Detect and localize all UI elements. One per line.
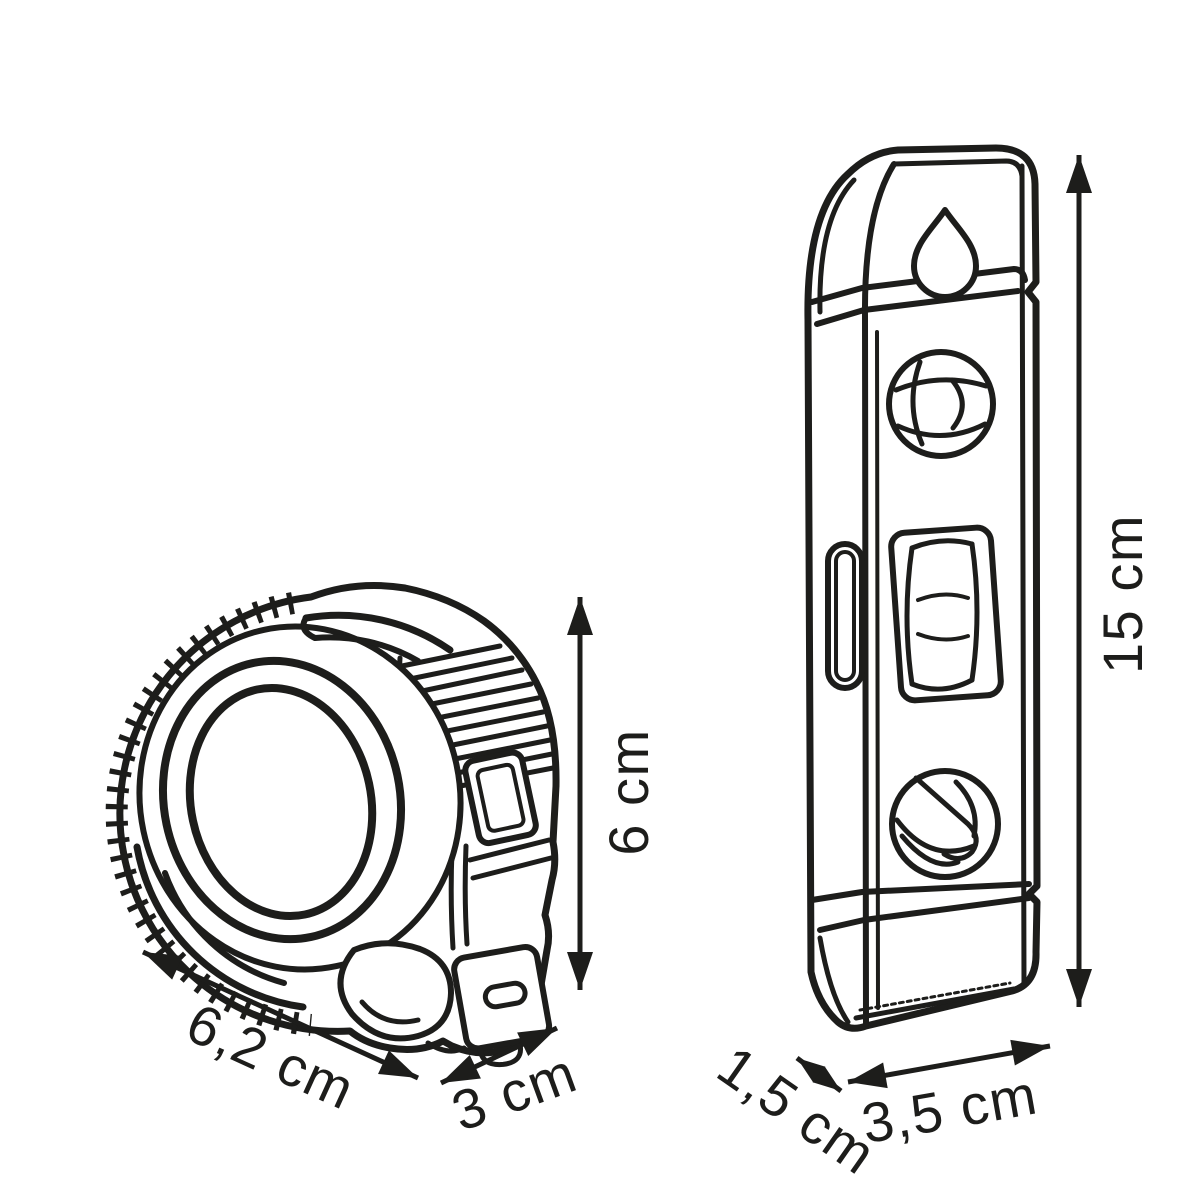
tape-window-inner-ring (185, 683, 377, 921)
rib-texture (105, 592, 312, 1036)
tape-hook-plate (451, 943, 553, 1068)
dimension-label-tape-height: 6 cm (597, 728, 660, 855)
spirit-level-drawing (804, 144, 1041, 1032)
horizontal-vial-window (886, 349, 996, 459)
tape-hook-slot (482, 980, 528, 1010)
dimension-arrow-tape-depth (439, 1025, 559, 1086)
belt-clip (462, 749, 539, 847)
dimension-label-level-height: 15 cm (1091, 514, 1154, 674)
dimension-arrow-tape-width (141, 949, 420, 1081)
dimension-arrow-level-width (847, 1039, 1051, 1089)
dimension-arrow-level-depth (795, 1056, 843, 1093)
dimension-label-tape-depth: 3 cm (444, 1040, 585, 1143)
level-top-cap (809, 266, 1028, 327)
level-side-edges (817, 158, 1027, 1027)
handle-slot (825, 541, 865, 691)
level-base (809, 881, 1032, 1025)
hanging-hole-icon (911, 207, 979, 300)
tape-measure-drawing (105, 581, 560, 1068)
angled-vial-window (889, 768, 1001, 880)
vertical-vial-window (888, 524, 1004, 704)
